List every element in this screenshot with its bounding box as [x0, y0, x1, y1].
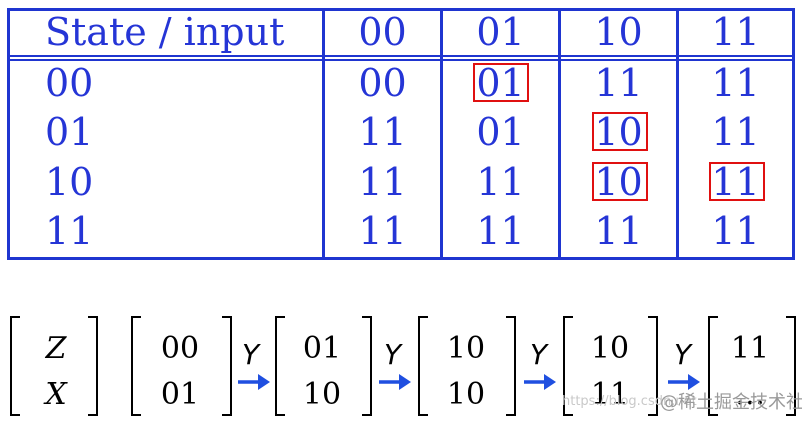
- table-cell: 11: [711, 61, 760, 105]
- table-cell: 01: [476, 61, 525, 105]
- label-x: X: [45, 377, 67, 412]
- table-cell: 11: [711, 110, 760, 154]
- transition-arrow-icon: [379, 374, 411, 390]
- table-cell: 11: [711, 209, 760, 253]
- col-separator-3: [558, 8, 561, 260]
- col-separator-4: [676, 8, 679, 260]
- table-cell: 10: [594, 110, 643, 154]
- vector-value: 00: [160, 331, 200, 366]
- left-bracket: [10, 316, 20, 416]
- col-separator-2: [440, 8, 443, 260]
- label-z: Z: [45, 331, 67, 366]
- table-cell: 01: [476, 110, 525, 154]
- watermark-url: https://blog.csdn.net: [562, 394, 697, 409]
- row-state-01: 01: [45, 110, 94, 154]
- header-separator-2: [7, 59, 795, 61]
- transition-label: Y: [242, 338, 260, 371]
- highlight-box-r2-c10: [592, 162, 648, 201]
- row-state-11: 11: [45, 209, 94, 253]
- left-bracket: [563, 316, 573, 416]
- table-cell: 00: [358, 61, 407, 105]
- right-bracket: [88, 316, 98, 416]
- vector-value: 01: [160, 377, 200, 412]
- transition-label: Y: [384, 338, 402, 371]
- highlight-box-r1-c10: [592, 112, 648, 151]
- right-bracket: [222, 316, 232, 416]
- vector-value: 10: [446, 331, 486, 366]
- watermark-brand: @稀土掘金技术社区: [660, 392, 802, 413]
- vector-value: 01: [302, 331, 342, 366]
- right-bracket: [786, 316, 796, 416]
- transition-arrow-icon: [238, 374, 270, 390]
- table-cell: 11: [476, 160, 525, 204]
- state-sequence: Z X 00 01 Y 01 10 Y 10 10 Y 10 11 Y 11 …: [0, 310, 802, 420]
- table-border-bottom: [7, 257, 795, 260]
- header-separator: [7, 55, 795, 57]
- vector-value: 10: [302, 377, 342, 412]
- header-input-10: 10: [594, 10, 643, 54]
- header-input-00: 00: [358, 10, 407, 54]
- left-bracket: [131, 316, 141, 416]
- table-cell: 11: [358, 110, 407, 154]
- vector-value: 11: [730, 331, 770, 366]
- table-cell: 11: [476, 209, 525, 253]
- vector-value: 10: [446, 377, 486, 412]
- vector-value: …: [735, 377, 765, 412]
- right-bracket: [506, 316, 516, 416]
- vector-value: 11: [590, 377, 630, 412]
- state-table: State / input 00 01 10 11 00 00 01 11 11…: [7, 8, 795, 260]
- transition-label: Y: [530, 338, 548, 371]
- table-cell: 11: [711, 160, 760, 204]
- transition-arrow-icon: [524, 374, 556, 390]
- table-cell: 11: [358, 209, 407, 253]
- table-border-left: [7, 8, 10, 260]
- table-cell: 11: [594, 209, 643, 253]
- header-input-01: 01: [476, 10, 525, 54]
- table-cell: 11: [594, 61, 643, 105]
- right-bracket: [362, 316, 372, 416]
- table-border-top: [7, 8, 795, 11]
- table-cell: 10: [594, 160, 643, 204]
- row-state-00: 00: [45, 61, 94, 105]
- header-state-input: State / input: [45, 10, 285, 54]
- header-input-11: 11: [711, 10, 760, 54]
- transition-arrow-icon: [668, 374, 700, 390]
- highlight-box-r0-c01: [473, 63, 529, 102]
- transition-label: Y: [674, 338, 692, 371]
- table-cell: 11: [358, 160, 407, 204]
- highlight-box-r2-c11: [709, 162, 765, 201]
- col-separator-1: [322, 8, 325, 260]
- vector-value: 10: [590, 331, 630, 366]
- left-bracket: [275, 316, 285, 416]
- left-bracket: [708, 316, 718, 416]
- left-bracket: [418, 316, 428, 416]
- row-state-10: 10: [45, 160, 94, 204]
- table-border-right: [792, 8, 795, 260]
- right-bracket: [648, 316, 658, 416]
